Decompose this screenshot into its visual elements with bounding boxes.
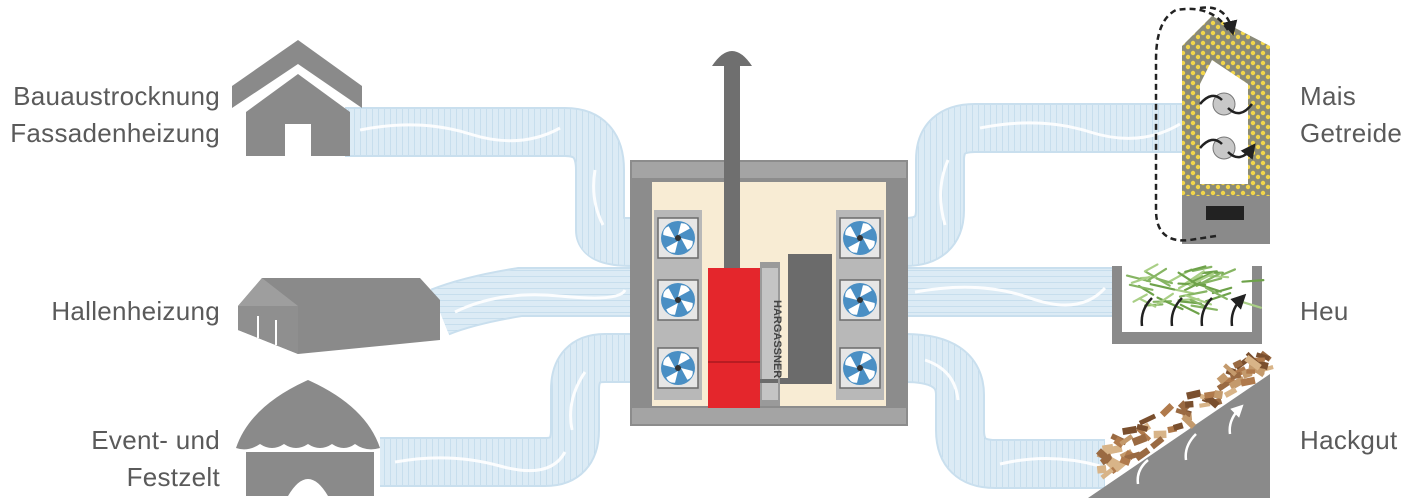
wood-chip: [1213, 390, 1224, 400]
pellet-hopper: [760, 254, 832, 384]
hay-straw: [1177, 274, 1204, 290]
label-hallenheizung: Hallenheizung: [51, 296, 220, 326]
wood-chip: [1177, 400, 1191, 413]
fans: [657, 217, 881, 389]
wood-chip: [1216, 372, 1229, 385]
hall-icon: [238, 278, 440, 354]
wood-chip: [1232, 359, 1244, 369]
hay-straw: [1179, 303, 1200, 315]
wood-chip: [1100, 467, 1114, 480]
duct-right-mid: [905, 267, 1112, 317]
wood-chip: [1240, 376, 1256, 387]
wood-chip: [1186, 389, 1202, 400]
tent-icon: [236, 380, 380, 496]
wood-chip-pile: [1096, 350, 1274, 480]
wood-chip: [1223, 363, 1237, 377]
hay-straw: [1189, 298, 1207, 308]
wood-chip: [1199, 402, 1211, 408]
duct-left-top: [345, 107, 633, 267]
wood-chip: [1175, 408, 1192, 418]
duct-left-mid: [430, 267, 632, 336]
hay-straw: [1146, 267, 1168, 283]
wood-chip: [1181, 414, 1196, 430]
label-mais: Mais: [1300, 81, 1357, 111]
wood-chip: [1184, 400, 1194, 408]
hay-straw: [1174, 288, 1195, 295]
fan-icon: [657, 279, 699, 321]
wood-chip: [1105, 444, 1123, 455]
hay-straw: [1132, 293, 1148, 303]
hay-straw: [1177, 271, 1199, 286]
wood-chip: [1150, 436, 1165, 450]
label-getreide: Getreide: [1300, 118, 1403, 148]
wood-chip: [1153, 430, 1167, 439]
hay-straw: [1200, 270, 1218, 275]
fan-icon: [657, 347, 699, 389]
wood-chip: [1138, 413, 1157, 426]
label-event-und: Event- und: [91, 425, 220, 455]
wood-chip: [1255, 352, 1271, 361]
duct-left-bot: [380, 333, 632, 487]
hay-straw: [1220, 268, 1237, 277]
wood-chip: [1172, 422, 1184, 431]
hay-straw: [1155, 292, 1174, 306]
boiler: HARGASSNER: [708, 262, 783, 408]
duct-right-top: [903, 103, 1185, 267]
wood-chip: [1124, 451, 1141, 461]
wood-chip: [1159, 402, 1175, 418]
fan-icon: [839, 279, 881, 321]
hay-straw: [1191, 265, 1213, 272]
chimney: [712, 51, 752, 276]
fan-icon: [839, 217, 881, 259]
wood-chip: [1223, 387, 1238, 398]
house-icon: [232, 40, 362, 156]
wood-chip: [1119, 434, 1134, 446]
wood-chip: [1119, 456, 1131, 466]
grain-silo-icon: [1154, 6, 1270, 244]
hay-straw: [1149, 283, 1176, 291]
wood-chip: [1246, 369, 1256, 374]
hay-straw: [1156, 296, 1184, 311]
wood-chip: [1131, 433, 1148, 447]
hay-straw: [1184, 265, 1207, 273]
hay-icon: [1112, 263, 1265, 344]
wood-chip: [1096, 448, 1112, 464]
hay-straw: [1128, 283, 1154, 291]
hay-straw: [1155, 277, 1174, 285]
label-heu: Heu: [1300, 296, 1349, 326]
wood-chip: [1096, 465, 1107, 474]
wood-chips-icon: [1088, 350, 1274, 498]
hay-straw: [1204, 286, 1228, 301]
boiler-brand-label: HARGASSNER: [771, 300, 783, 378]
hay-straw: [1130, 275, 1151, 284]
label-fassadenheizung: Fassadenheizung: [10, 118, 220, 148]
wood-chip: [1134, 447, 1151, 462]
hay-straw: [1182, 270, 1205, 287]
hay-straw: [1143, 263, 1159, 273]
hay-straw: [1178, 290, 1208, 298]
wood-chip: [1136, 423, 1149, 432]
hay-straw: [1241, 279, 1265, 283]
label-hackgut: Hackgut: [1300, 425, 1398, 455]
wood-chip: [1109, 457, 1124, 469]
label-festzelt: Festzelt: [126, 462, 220, 492]
hay-straws: [1125, 263, 1265, 315]
wood-chip: [1122, 425, 1138, 436]
duct-right-bot: [904, 333, 1105, 489]
fan-icon: [657, 217, 699, 259]
fan-icon: [839, 347, 881, 389]
label-bauaustrocknung: Bauaustrocknung: [13, 81, 220, 111]
wood-chip: [1244, 354, 1262, 371]
